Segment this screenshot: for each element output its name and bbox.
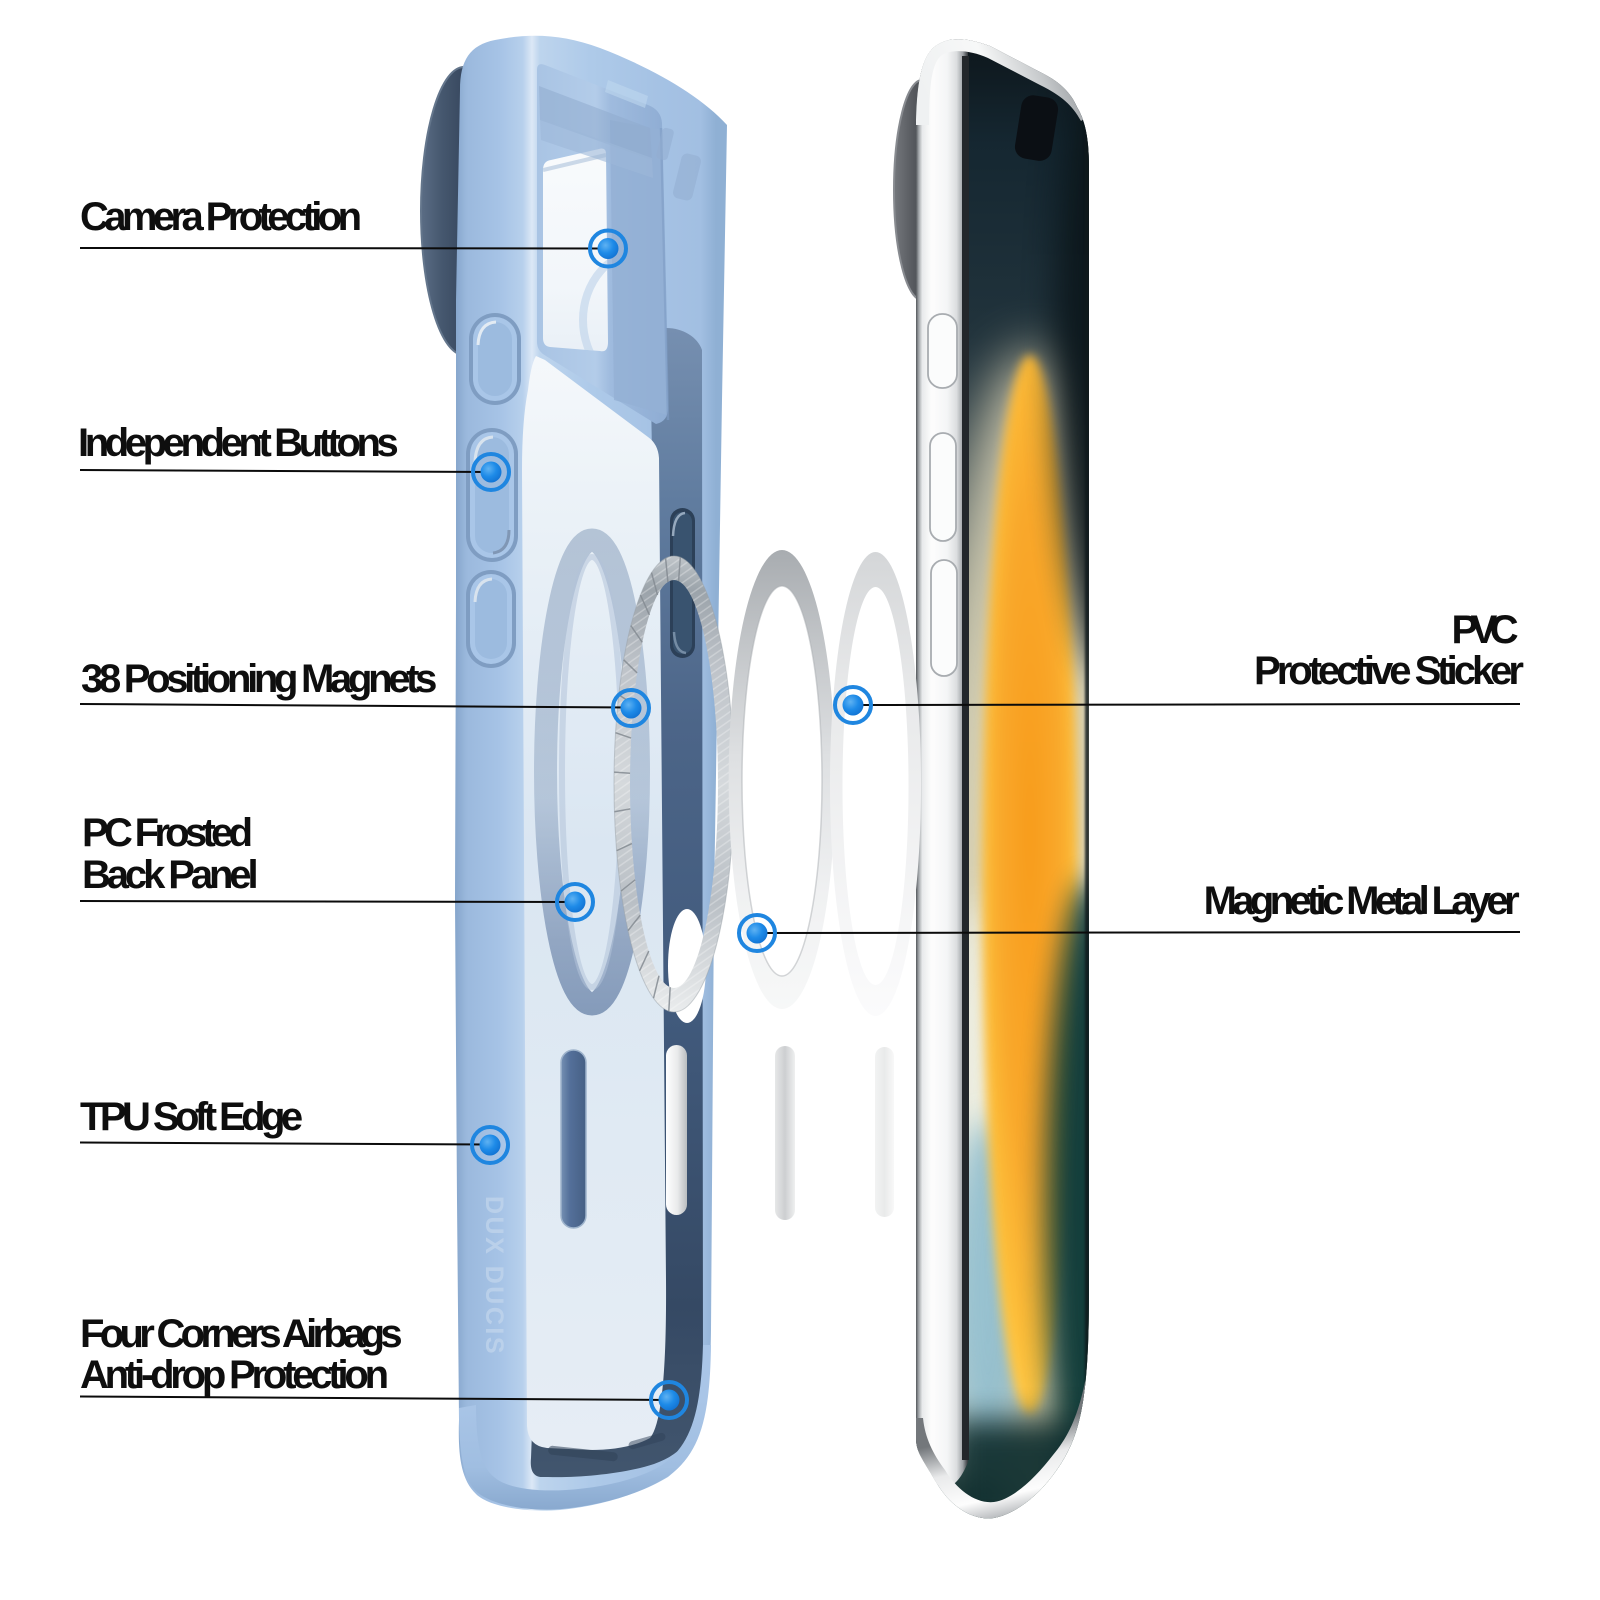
svg-text:DUX DUCIS: DUX DUCIS [480,1196,508,1356]
